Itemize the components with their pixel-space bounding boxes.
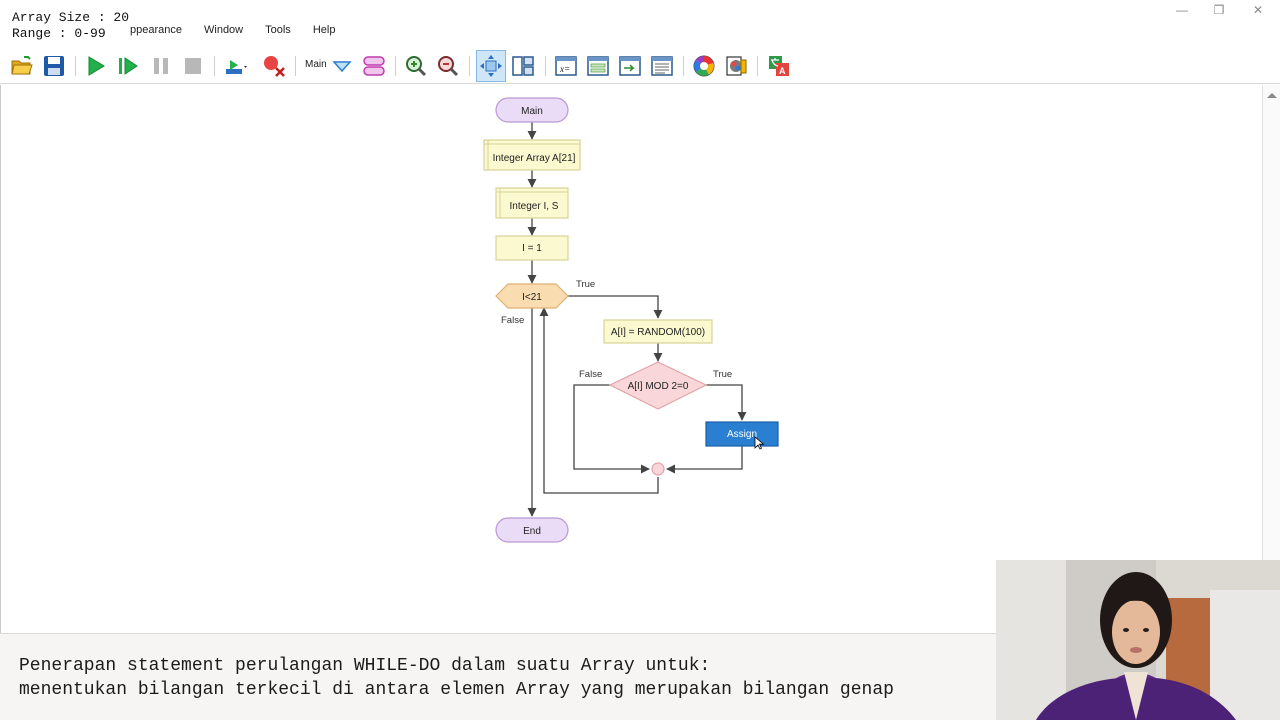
svg-text:A: A [779,66,786,76]
webcam-overlay [996,560,1280,720]
start-terminal[interactable] [495,97,569,123]
declare-vars-shape[interactable] [495,187,569,219]
fit-view-icon[interactable] [479,54,503,78]
toolbar-separator [757,56,758,76]
end-terminal[interactable] [495,517,569,543]
toolbar-separator [683,56,684,76]
toolbar-separator [75,56,76,76]
array-size-text: Array Size : 20 [12,10,130,25]
assign-block-label: Assign [727,429,757,440]
if-decision-label: A[I] MOD 2=0 [628,381,689,392]
loop-true-label: True [576,279,595,290]
menu-window[interactable]: Window [204,24,244,36]
zoom-out-icon[interactable] [436,54,460,78]
vertical-scrollbar[interactable] [1262,85,1280,633]
assign-random-shape[interactable] [603,319,713,344]
menu-appearance[interactable]: ppearance [130,24,182,36]
if-decision-shape[interactable] [608,361,708,410]
style-icon[interactable] [724,54,748,78]
console-icon[interactable] [618,54,642,78]
mouse-cursor-icon [754,436,765,450]
flowchart-canvas[interactable]: Main Integer Array A[21] Integer I, S I … [0,85,1262,633]
close-icon[interactable]: ✕ [1252,3,1264,17]
presenter-video [996,560,1280,720]
assign-random-label: A[I] = RANDOM(100) [611,327,705,338]
minimize-icon[interactable]: — [1176,3,1188,17]
toolbar-separator [395,56,396,76]
if-join-point [651,462,665,476]
declare-vars-label: Integer I, S [510,201,559,212]
toggle-shape-icon[interactable] [362,54,386,78]
flowchart-edges [527,122,747,517]
loop-false-label: False [501,315,524,326]
assign-i-shape[interactable] [495,235,569,261]
restore-icon[interactable]: ❐ [1213,3,1225,17]
end-terminal-label: End [523,526,541,537]
while-loop-shape[interactable] [495,283,569,309]
pause-icon[interactable] [149,54,173,78]
declare-array-label: Integer Array A[21] [493,153,576,164]
clear-breakpoints-icon[interactable] [262,54,286,78]
open-folder-icon[interactable] [10,54,34,78]
array-info-overlay: Array Size : 20 Range : 0-99 [0,10,130,46]
caption-line-1: Penerapan statement perulangan WHILE-DO … [19,656,711,676]
while-loop-label: I<21 [522,292,542,303]
caption-line-2: menentukan bilangan terkecil di antara e… [19,680,894,700]
zoom-in-icon[interactable] [404,54,428,78]
range-text: Range : 0-99 [12,26,106,41]
svg-text:x=: x= [559,64,570,74]
flowchart-diagram: Main Integer Array A[21] Integer I, S I … [483,97,779,543]
title-bar: ppearance Window Tools Help — ❐ ✕ [0,0,1280,48]
menu-tools[interactable]: Tools [265,24,291,36]
stop-icon[interactable] [181,54,205,78]
toolbar-separator [214,56,215,76]
toolbar: Main [0,48,1280,84]
assign-i-label: I = 1 [522,243,542,254]
function-dropdown-icon[interactable] [330,54,354,78]
run-icon[interactable] [84,54,108,78]
color-icon[interactable] [692,54,716,78]
save-icon[interactable] [42,54,66,78]
step-icon[interactable] [116,54,140,78]
if-true-label: True [713,369,732,380]
scroll-up-icon[interactable] [1267,93,1277,98]
variables-window-icon[interactable]: x= [554,54,578,78]
function-select[interactable]: Main [305,59,327,70]
menu-bar: ppearance Window Tools Help [130,24,357,40]
toolbar-separator [469,56,470,76]
menu-help[interactable]: Help [312,24,336,36]
translate-icon[interactable]: A [767,54,791,78]
toolbar-separator [295,56,296,76]
toolbar-separator [545,56,546,76]
layout-icon[interactable] [511,54,535,78]
start-terminal-label: Main [521,106,543,117]
declare-array-shape[interactable] [483,139,581,171]
output-window-icon[interactable] [586,54,610,78]
execute-options-icon[interactable] [224,54,248,78]
watch-icon[interactable] [650,54,674,78]
if-false-label: False [579,369,602,380]
caption-bar: Penerapan statement perulangan WHILE-DO … [0,633,996,720]
assign-block-selected[interactable] [705,421,779,447]
